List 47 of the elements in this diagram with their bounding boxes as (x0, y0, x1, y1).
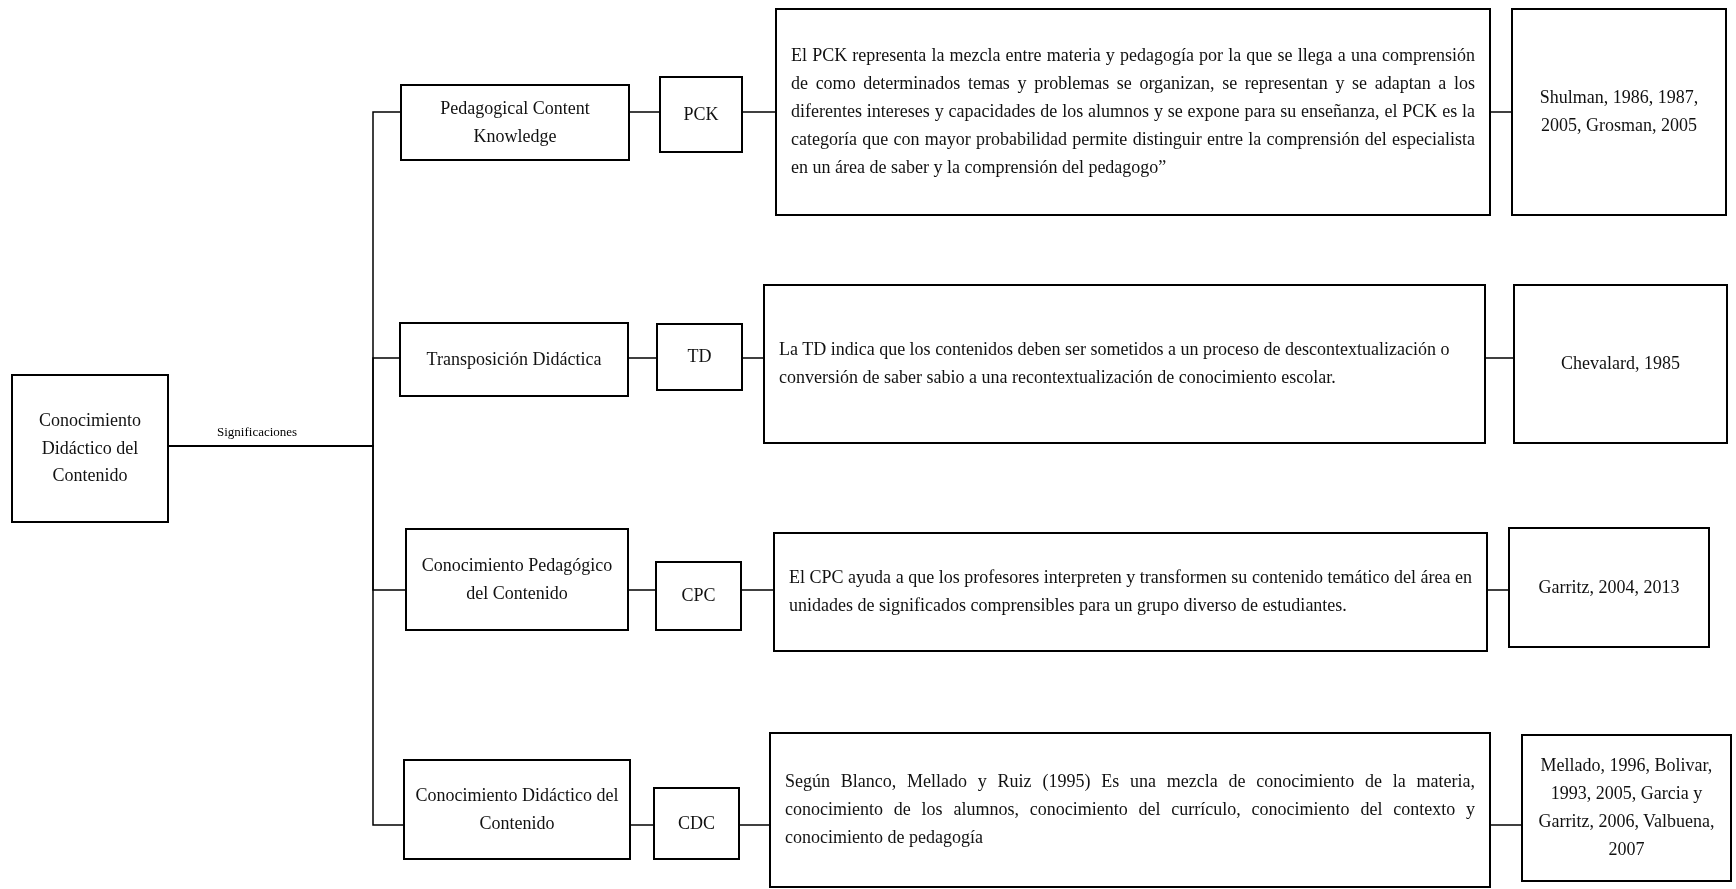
concept-box (1508, 527, 1710, 648)
connector-line (1490, 111, 1512, 113)
description-box (773, 532, 1488, 652)
connector-line (1490, 824, 1522, 826)
box-text: Shulman, 1986, 1987, 2005, Grosman, 2005 (1538, 86, 1700, 137)
edge-label: Significaciones (215, 424, 300, 440)
connector-line (1485, 357, 1514, 359)
concept-box (400, 84, 630, 161)
box-text: Transposición Didáctica (425, 347, 603, 371)
box-text: CPC (680, 584, 717, 608)
concept-box (655, 561, 742, 631)
connector-line (742, 111, 776, 113)
connector-line (628, 589, 656, 591)
box-text: Garritz, 2004, 2013 (1537, 575, 1681, 599)
concept-box (1521, 734, 1732, 882)
box-text: Chevalard, 1985 (1560, 352, 1681, 376)
box-text: La TD indica que los contenidos deben ser sometidos a un proceso de descontextualización o conversión de saber sabio a una recontextualización de conocimiento escolar. (779, 338, 1451, 389)
concept-box (653, 787, 740, 860)
concept-box (405, 528, 629, 631)
description-box (769, 732, 1491, 888)
box-text: Pedagogical Content Knowledge (439, 96, 591, 148)
description-box (775, 8, 1491, 216)
concept-box (403, 759, 631, 860)
connector-line (741, 589, 774, 591)
connector-line (742, 357, 764, 359)
box-text: PCK (682, 102, 720, 126)
connector-line (628, 357, 657, 359)
concept-box (656, 323, 743, 391)
connector-line (630, 824, 654, 826)
box-text: CDC (677, 811, 716, 835)
box-text: Conocimiento Pedagógico del Contenido (420, 553, 614, 605)
concept-box (1511, 8, 1727, 216)
concept-box (399, 322, 629, 397)
box-text: Conocimiento Didáctico del Contenido (414, 783, 620, 835)
box-text: Mellado, 1996, Bolivar, 1993, 2005, Garcia y Garritz, 2006, Valbuena, 2007 (1537, 754, 1716, 861)
concept-box (11, 374, 169, 523)
box-text: Conocimiento Didáctico del Contenido (38, 408, 142, 488)
connector-line (1487, 589, 1509, 591)
box-text: TD (686, 345, 713, 369)
connector-line (739, 824, 770, 826)
box-text: El CPC ayuda a que los profesores interpreten y transformen su contenido temático del área en unidades de significados comprensibles para un grupo diverso de estudiantes. (789, 566, 1472, 617)
connector-line (629, 111, 660, 113)
concept-box (659, 76, 743, 153)
description-box (763, 284, 1486, 444)
box-text: Según Blanco, Mellado y Ruiz (1995) Es una mezcla de conocimiento de la materia, conocimiento de los alumnos, conocimiento del currículo, conocimiento del contexto y conocimiento de pedagogía (785, 770, 1475, 849)
concept-box (1513, 284, 1728, 444)
box-text: El PCK representa la mezcla entre materia y pedagogía por la que se llega a una comprensión de como determinados temas y problemas se organizan, se representan y se adaptan a los diferentes intereses y capacidades de los alumnos y se expone para su enseñanza, el PCK es la categoría que con mayor probabilidad permite distinguir entre la comprensión del especialista en un área de saber y la comprensión del pedagogo” (791, 44, 1475, 179)
